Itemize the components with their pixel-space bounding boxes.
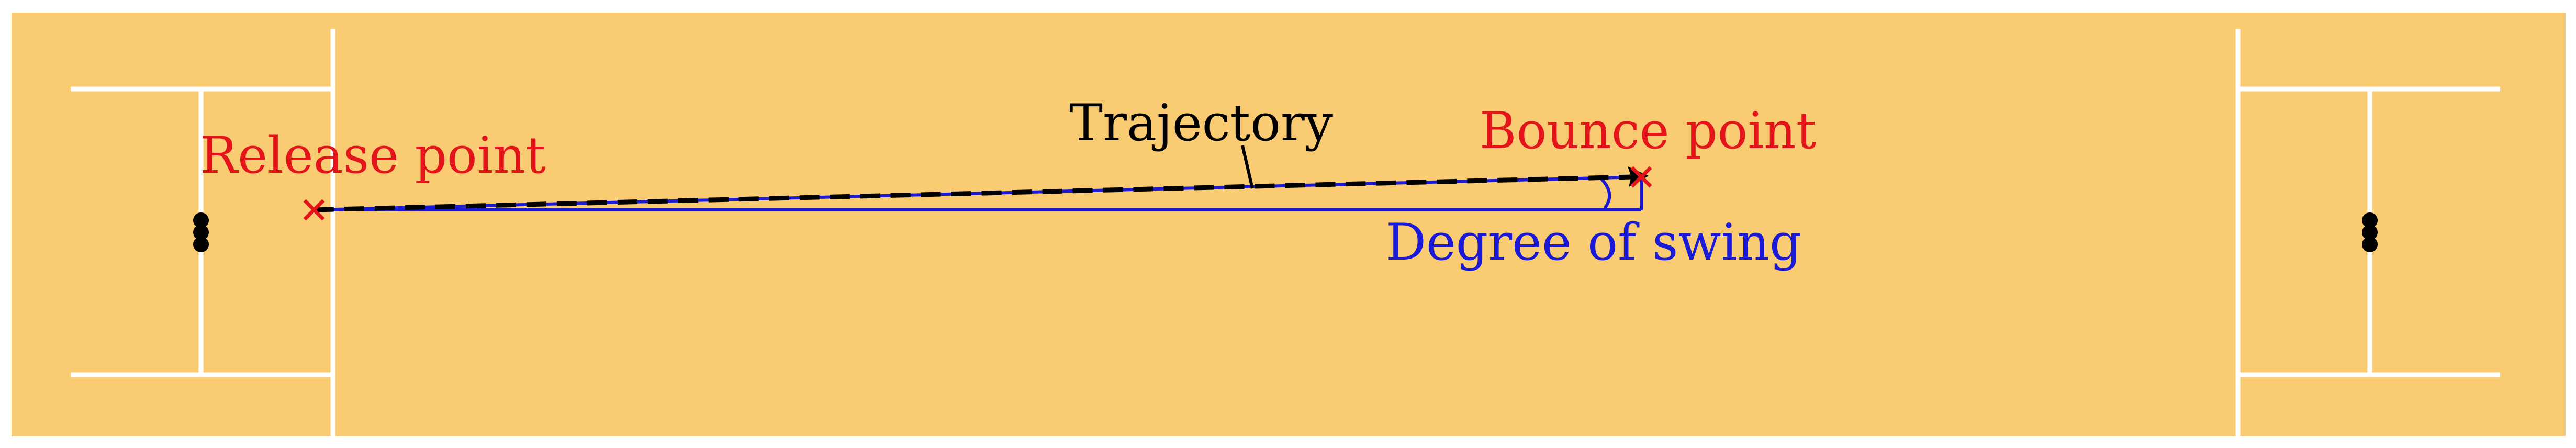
marker-stroke (1630, 166, 1652, 188)
stump (193, 237, 209, 252)
trajectory-label: Trajectory (1069, 94, 1333, 152)
bounce-point-marker (1630, 166, 1652, 188)
stump (193, 212, 209, 228)
right-stumps (2362, 212, 2378, 252)
stump (2362, 237, 2378, 252)
left-crease-markings (71, 29, 335, 436)
bounce-point-label: Bounce point (1480, 102, 1816, 160)
left-stumps (193, 212, 209, 252)
marker-stroke (303, 199, 325, 221)
trajectory-arrowhead (1628, 166, 1649, 187)
trajectory-line (313, 174, 1632, 212)
pitch-surface (12, 13, 2566, 436)
right-crease-markings (2235, 29, 2500, 436)
trajectory-pointer (1241, 145, 1254, 189)
release-point-label: Release point (200, 126, 546, 185)
stump (2362, 212, 2378, 228)
degree-of-swing-label: Degree of swing (1386, 213, 1802, 272)
stump (193, 225, 209, 240)
swing-angle-arc (1599, 176, 1611, 209)
release-point-marker (303, 199, 325, 221)
stump (2362, 225, 2378, 240)
